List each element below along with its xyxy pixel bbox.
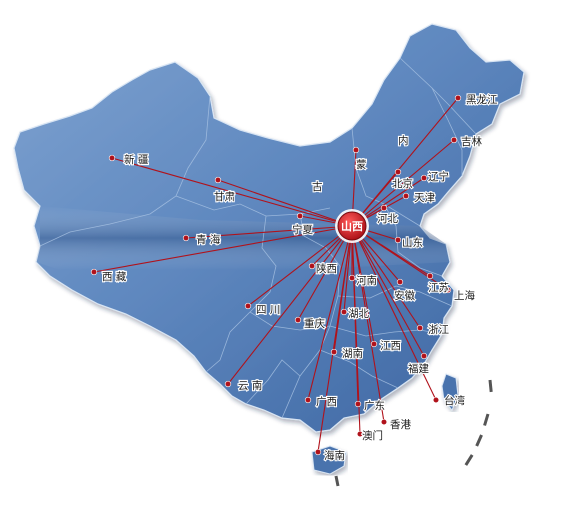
route-line-gansu bbox=[217, 179, 353, 227]
destination-dot-hongkong[interactable] bbox=[380, 418, 388, 426]
province-label-hunan[interactable]: 湖南 bbox=[341, 346, 364, 361]
destination-dot-anhui[interactable] bbox=[396, 278, 404, 286]
province-label-xizang[interactable]: 西 藏 bbox=[101, 270, 128, 284]
province-label-chongqing[interactable]: 重庆 bbox=[303, 316, 327, 331]
province-label-hongkong[interactable]: 香港 bbox=[389, 418, 413, 432]
province-label-yunnan[interactable]: 云 南 bbox=[237, 378, 264, 393]
destination-dot-heilongjiang[interactable] bbox=[454, 94, 462, 102]
province-label-fujian[interactable]: 福建 bbox=[407, 361, 431, 376]
province-label-liaoning[interactable]: 辽宁 bbox=[427, 169, 450, 184]
province-label-shanghai[interactable]: 上海 bbox=[453, 288, 477, 303]
destination-dot-beijing[interactable] bbox=[394, 168, 402, 176]
destination-dot-hebei[interactable] bbox=[380, 204, 388, 212]
province-borders bbox=[39, 57, 477, 419]
destination-dot-ningxia[interactable] bbox=[296, 212, 304, 220]
route-line-qinghai bbox=[185, 225, 353, 239]
route-line-xinjiang bbox=[111, 157, 353, 227]
province-label-beijing[interactable]: 北京 bbox=[391, 176, 414, 191]
route-line-yunnan bbox=[227, 225, 353, 385]
destination-dot-fujian[interactable] bbox=[420, 352, 428, 360]
province-label-hainan[interactable]: 海南 bbox=[323, 448, 346, 463]
province-label-hubei[interactable]: 湖北 bbox=[347, 307, 371, 321]
province-label-jiangsu[interactable]: 江苏 bbox=[427, 280, 450, 295]
province-label-neimenggu-1[interactable]: 内 bbox=[397, 133, 410, 148]
province-label-jilin[interactable]: 吉林 bbox=[460, 134, 484, 149]
destination-dot-hubei[interactable] bbox=[340, 308, 348, 316]
destination-dot-guangxi[interactable] bbox=[304, 396, 312, 404]
destination-dot-liaoning[interactable] bbox=[420, 174, 428, 182]
sea-boundary-dashes bbox=[334, 379, 494, 487]
province-label-ningxia[interactable]: 宁夏 bbox=[291, 222, 315, 237]
map-shade-band bbox=[36, 206, 450, 270]
destination-dot-chongqing[interactable] bbox=[294, 316, 302, 324]
province-label-guangxi[interactable]: 广西 bbox=[315, 395, 338, 409]
destination-dot-xinjiang[interactable] bbox=[108, 154, 116, 162]
province-label-jiangxi[interactable]: 江西 bbox=[379, 339, 402, 353]
route-line-hongkong bbox=[351, 225, 385, 423]
destination-dot-zhejiang[interactable] bbox=[416, 324, 424, 332]
destination-dot-taiwan[interactable] bbox=[432, 396, 440, 404]
taiwan-island-shape bbox=[441, 373, 459, 411]
route-line-chongqing bbox=[297, 225, 353, 321]
hub-layer: 山西 bbox=[335, 209, 369, 243]
destination-dot-tianjin[interactable] bbox=[402, 192, 410, 200]
province-label-neimenggu-3[interactable]: 古 bbox=[311, 179, 324, 194]
destination-dot-macau[interactable] bbox=[356, 430, 364, 438]
province-label-macau[interactable]: 澳门 bbox=[361, 428, 384, 443]
province-label-qinghai[interactable]: 青 海 bbox=[195, 232, 222, 247]
destination-dots-layer bbox=[90, 94, 462, 456]
province-label-taiwan[interactable]: 台湾 bbox=[443, 393, 467, 408]
destination-dot-jiangxi[interactable] bbox=[370, 340, 378, 348]
destination-dot-shaanxi[interactable] bbox=[308, 262, 316, 270]
province-label-shaanxi[interactable]: 陕西 bbox=[315, 261, 338, 276]
route-line-taiwan bbox=[351, 225, 437, 401]
destination-dot-gansu[interactable] bbox=[214, 176, 222, 184]
destination-dot-xizang[interactable] bbox=[90, 268, 98, 276]
province-label-hebei[interactable]: 河北 bbox=[376, 212, 400, 226]
province-label-guangdong[interactable]: 广东 bbox=[363, 398, 386, 413]
destination-dot-qinghai[interactable] bbox=[182, 234, 190, 242]
destination-dot-sichuan[interactable] bbox=[244, 302, 252, 310]
province-label-xinjiang[interactable]: 新 疆 bbox=[123, 152, 150, 167]
destination-dot-henan[interactable] bbox=[348, 274, 356, 282]
route-line-macau bbox=[351, 225, 361, 435]
province-label-anhui[interactable]: 安徽 bbox=[393, 288, 417, 303]
route-line-xizang bbox=[93, 225, 353, 273]
route-line-zhejiang bbox=[351, 225, 421, 329]
province-label-henan[interactable]: 河南 bbox=[355, 273, 378, 288]
hub-marker[interactable] bbox=[337, 211, 367, 241]
destination-dot-neimenggu-2[interactable] bbox=[352, 146, 360, 154]
destination-dot-shanghai[interactable] bbox=[444, 286, 452, 294]
route-line-guangxi bbox=[307, 225, 353, 401]
province-label-neimenggu-2[interactable]: 蒙 bbox=[355, 157, 368, 172]
route-line-jilin bbox=[351, 139, 455, 227]
province-label-sichuan[interactable]: 四 川 bbox=[255, 303, 282, 317]
destination-dot-guangdong[interactable] bbox=[354, 400, 362, 408]
province-label-heilongjiang[interactable]: 黑龙江 bbox=[465, 92, 499, 107]
route-line-sichuan bbox=[247, 225, 353, 307]
route-line-fujian bbox=[351, 225, 425, 357]
province-label-gansu[interactable]: 甘肃 bbox=[213, 189, 236, 204]
destination-dot-jilin[interactable] bbox=[450, 136, 458, 144]
route-line-shanghai bbox=[351, 225, 449, 291]
province-label-zhejiang[interactable]: 浙江 bbox=[427, 323, 451, 337]
destination-dot-jiangsu[interactable] bbox=[426, 272, 434, 280]
destination-dot-hunan[interactable] bbox=[330, 348, 338, 356]
route-line-hainan bbox=[317, 225, 353, 453]
destination-dot-yunnan[interactable] bbox=[224, 380, 232, 388]
destination-dot-shandong[interactable] bbox=[394, 236, 402, 244]
destination-dot-hainan[interactable] bbox=[314, 448, 322, 456]
province-label-shandong[interactable]: 山东 bbox=[401, 235, 424, 250]
hub-label: 山西 bbox=[341, 219, 363, 233]
province-label-tianjin[interactable]: 天津 bbox=[413, 191, 437, 205]
